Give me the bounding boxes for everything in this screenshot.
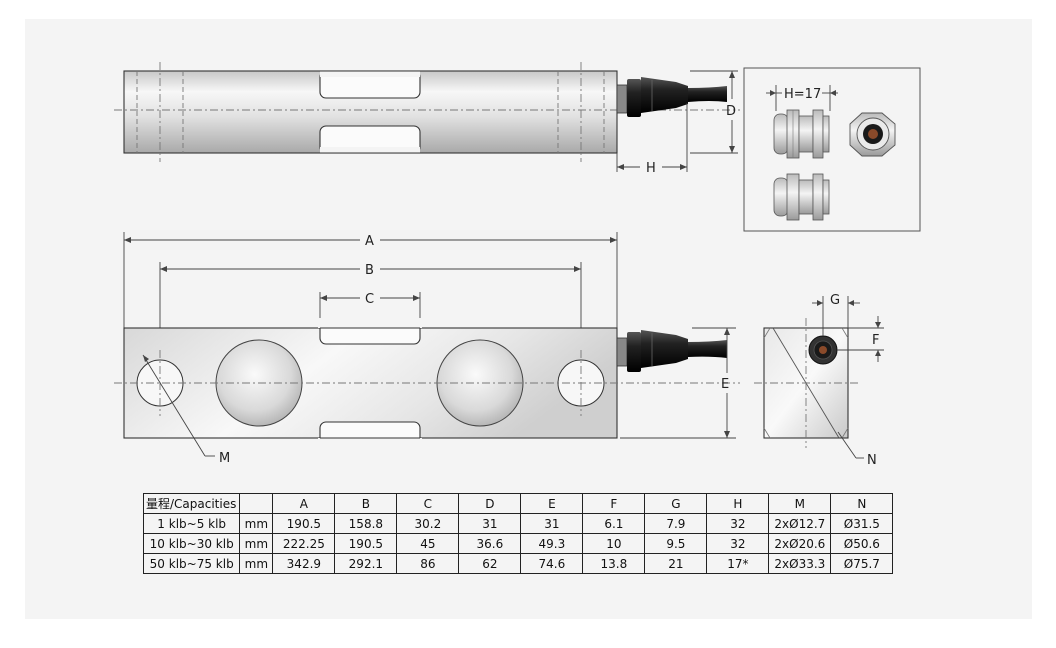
table-cell: 2xØ12.7: [768, 513, 832, 534]
table-cell: 10 klb~30 klb: [142, 533, 241, 554]
table-header-cell: F: [582, 493, 646, 514]
table-cell: Ø31.5: [830, 513, 894, 534]
dimension-g: G: [812, 293, 860, 336]
table-row: 50 klb~75 klb mm 342.9 292.1 86 62 74.6 …: [142, 553, 894, 574]
table-cell: 10: [582, 533, 646, 554]
label-c: C: [365, 292, 374, 307]
dimension-b: B: [159, 262, 582, 328]
table-cell: 32: [706, 533, 770, 554]
table-cell: mm: [239, 513, 274, 534]
dimension-a: A: [123, 232, 618, 328]
table-row: 1 klb~5 klb mm 190.5 158.8 30.2 31 31 6.…: [142, 513, 894, 534]
capacity-table: 量程/Capacities A B C D E F G H M N 1 klb~…: [142, 493, 894, 574]
table-header-cell: [239, 493, 274, 514]
table-cell: mm: [239, 553, 274, 574]
label-f: F: [872, 333, 879, 348]
dimension-m: M: [142, 354, 230, 466]
label-a: A: [365, 234, 374, 249]
table-header-cell: M: [768, 493, 832, 514]
table-cell: 190.5: [334, 533, 398, 554]
dimension-n: N: [837, 431, 877, 468]
label-n: N: [867, 453, 877, 468]
table-row: 10 klb~30 klb mm 222.25 190.5 45 36.6 49…: [142, 533, 894, 554]
table-cell: 6.1: [582, 513, 646, 534]
table-header-cell: E: [520, 493, 584, 514]
table-cell: 1 klb~5 klb: [142, 513, 241, 534]
table-cell: 292.1: [334, 553, 398, 574]
table-cell: 9.5: [644, 533, 708, 554]
table-cell: 31: [520, 513, 584, 534]
table-cell: 86: [396, 553, 460, 574]
end-view: [754, 318, 858, 448]
table-cell: 21: [644, 553, 708, 574]
label-g: G: [830, 293, 840, 308]
table-cell: 2xØ33.3: [768, 553, 832, 574]
label-m: M: [219, 451, 230, 466]
table-cell: 62: [458, 553, 522, 574]
table-header-row: 量程/Capacities A B C D E F G H M N: [142, 493, 894, 514]
table-cell: 2xØ20.6: [768, 533, 832, 554]
table-cell: 32: [706, 513, 770, 534]
table-header-cell: C: [396, 493, 460, 514]
cable-gland-detail: H=17: [743, 67, 921, 232]
table-cell: 30.2: [396, 513, 460, 534]
dimension-d: D: [690, 70, 738, 154]
top-view-cable: [688, 86, 727, 102]
table-cell: 13.8: [582, 553, 646, 574]
table-header-cell: H: [706, 493, 770, 514]
table-cell: 222.25: [272, 533, 336, 554]
dimension-h: H: [616, 103, 688, 176]
table-cell: Ø50.6: [830, 533, 894, 554]
table-cell: 31: [458, 513, 522, 534]
gland-side-view-lower: [773, 173, 830, 221]
label-d: D: [726, 104, 736, 119]
label-h: H: [646, 161, 656, 176]
table-header-cell: G: [644, 493, 708, 514]
table-cell: Ø75.7: [830, 553, 894, 574]
top-view: [114, 62, 740, 162]
label-e: E: [721, 377, 729, 392]
table-header-cell: A: [272, 493, 336, 514]
gland-side-view-upper: [773, 109, 830, 159]
side-view: [114, 318, 740, 448]
label-h17: H=17: [784, 87, 821, 102]
table-cell: mm: [239, 533, 274, 554]
table-cell: 45: [396, 533, 460, 554]
table-cell: 36.6: [458, 533, 522, 554]
table-cell: 17*: [706, 553, 770, 574]
table-header-cell: D: [458, 493, 522, 514]
table-header-cell: N: [830, 493, 894, 514]
label-b: B: [365, 263, 374, 278]
table-cell: 158.8: [334, 513, 398, 534]
detail-frame: [743, 67, 921, 232]
dimension-f: F: [837, 316, 884, 362]
table-cell: 74.6: [520, 553, 584, 574]
table-cell: 7.9: [644, 513, 708, 534]
table-header-cell: 量程/Capacities: [142, 493, 241, 514]
dimension-e: E: [620, 327, 736, 439]
table-cell: 190.5: [272, 513, 336, 534]
side-view-cable: [688, 340, 727, 358]
table-cell: 49.3: [520, 533, 584, 554]
table-cell: 50 klb~75 klb: [142, 553, 241, 574]
table-cell: 342.9: [272, 553, 336, 574]
table-header-cell: B: [334, 493, 398, 514]
gland-front-view: [849, 112, 896, 157]
